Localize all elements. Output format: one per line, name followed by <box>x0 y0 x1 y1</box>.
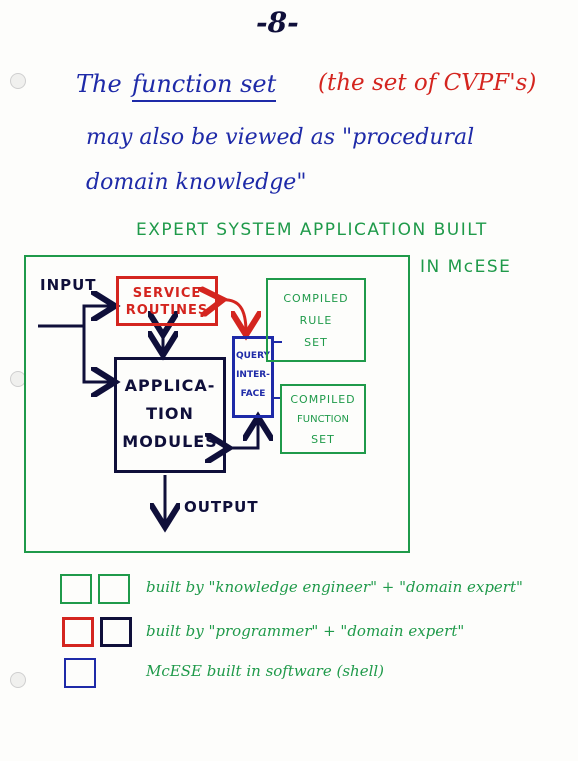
input-label: INPUT <box>40 276 97 294</box>
intro-cvpf-note: (the set of CVPF's) <box>318 70 537 96</box>
legend-text-knowledge-engineer: built by "knowledge engineer" + "domain … <box>146 578 523 596</box>
legend-swatch-red <box>62 617 94 647</box>
intro-line2: may also be viewed as "procedural <box>86 125 475 150</box>
application-modules-box: APPLICA- TION MODULES <box>114 357 226 473</box>
application-modules-line2: TION <box>146 404 194 423</box>
page-number: -8- <box>256 6 299 39</box>
service-routines-line2: ROUTINES <box>125 303 209 318</box>
intro-line3: domain knowledge" <box>86 170 307 195</box>
legend-swatch-navy <box>100 617 132 647</box>
compiled-function-set-line3: SET <box>311 433 335 446</box>
application-modules-line1: APPLICA- <box>124 376 216 395</box>
legend-swatch-blue <box>64 658 96 688</box>
query-interface-line1: QUERY <box>235 351 271 361</box>
compiled-rule-set-box: COMPILED RULE SET <box>266 278 366 362</box>
query-interface-line3: FACE <box>240 389 266 399</box>
legend-swatch-green-2 <box>98 574 130 604</box>
intro-the: The <box>76 70 122 98</box>
compiled-function-set-line1: COMPILED <box>290 393 356 406</box>
binder-hole-top <box>10 73 26 89</box>
legend-text-programmer: built by "programmer" + "domain expert" <box>146 622 465 640</box>
service-routines-box: SERVICE ROUTINES <box>116 276 218 326</box>
output-label: OUTPUT <box>184 498 259 516</box>
compiled-function-set-box: COMPILED FUNCTION SET <box>280 384 366 454</box>
compiled-rule-set-line2: RULE <box>299 314 333 327</box>
service-routines-line1: SERVICE <box>132 286 202 301</box>
application-modules-line3: MODULES <box>122 432 218 451</box>
query-interface-box: QUERY INTER- FACE <box>232 336 274 418</box>
diagram-title-line1: EXPERT SYSTEM APPLICATION BUILT <box>136 220 488 240</box>
application-frame <box>24 255 410 553</box>
binder-hole-bottom <box>10 672 26 688</box>
diagram-title-line2: IN McESE <box>420 257 512 277</box>
compiled-function-set-line2: FUNCTION <box>297 414 349 425</box>
intro-function-set: function set <box>132 70 277 102</box>
legend-text-shell: McESE built in software (shell) <box>146 662 385 680</box>
compiled-rule-set-line3: SET <box>304 336 328 349</box>
query-interface-line2: INTER- <box>236 370 270 380</box>
compiled-rule-set-line1: COMPILED <box>283 292 349 305</box>
legend-swatch-green-1 <box>60 574 92 604</box>
